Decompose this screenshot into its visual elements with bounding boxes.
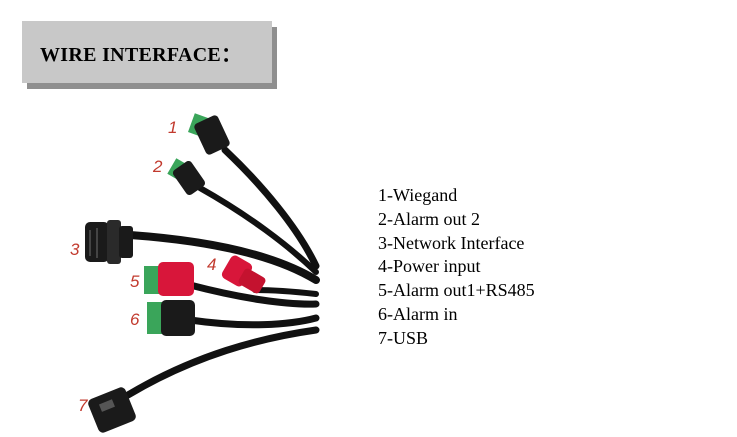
connector-5 — [144, 262, 194, 296]
connector-2 — [167, 158, 206, 196]
label-3: 3 — [70, 240, 80, 259]
cable-6 — [186, 314, 320, 329]
cable-photo — [85, 113, 320, 433]
label-5: 5 — [130, 272, 140, 291]
legend-item: 3-Network Interface — [378, 232, 525, 253]
connector-7 — [88, 387, 136, 433]
legend-item: 4-Power input — [378, 256, 481, 277]
legend-item: 1-Wiegand — [378, 185, 458, 205]
connector-1 — [188, 113, 230, 155]
legend-item: 2-Alarm out 2 — [378, 208, 480, 229]
page-title: WIRE INTERFACE： — [40, 43, 242, 66]
legend-item: 7-USB — [378, 327, 429, 348]
connector-3 — [85, 220, 133, 264]
label-7: 7 — [78, 396, 88, 415]
label-1: 1 — [168, 118, 178, 137]
cable-7 — [124, 326, 320, 399]
label-4: 4 — [207, 255, 217, 274]
cable-3 — [126, 231, 320, 284]
connector-4 — [221, 255, 266, 294]
interface-legend: 1-Wiegand 2-Alarm out 2 3-Network Interf… — [378, 184, 535, 351]
label-6: 6 — [130, 310, 140, 329]
title-banner: WIRE INTERFACE： — [22, 21, 272, 83]
legend-item: 6-Alarm in — [378, 303, 458, 324]
cable-2 — [197, 185, 319, 275]
cable-5 — [186, 281, 320, 308]
label-2: 2 — [153, 157, 163, 176]
cable-1 — [221, 146, 320, 270]
connector-6 — [147, 300, 195, 336]
legend-item: 5-Alarm out1+RS485 — [378, 280, 535, 301]
cable-4 — [252, 287, 319, 297]
